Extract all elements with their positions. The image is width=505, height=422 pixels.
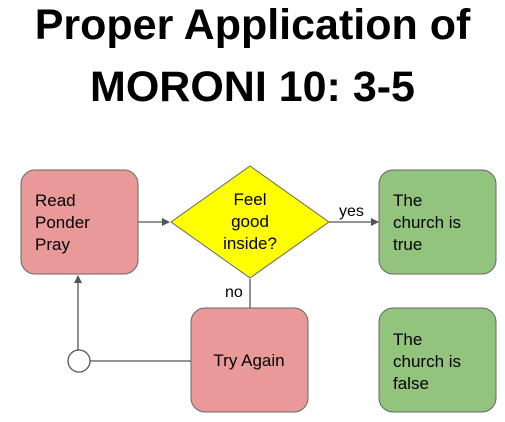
node-church-true-line-2: church is bbox=[393, 213, 461, 232]
node-church-false-box bbox=[378, 307, 497, 413]
node-church-true-line-1: The bbox=[393, 191, 422, 210]
node-church-false-line-3: false bbox=[393, 374, 429, 393]
title-line-2: MORONI 10: 3-5 bbox=[90, 63, 415, 111]
node-read-ponder-pray-box bbox=[20, 169, 139, 275]
node-feel-good-diamond bbox=[170, 165, 330, 279]
node-church-false-line-1: The bbox=[393, 330, 422, 349]
node-feel-good-decision: Feel good inside? bbox=[170, 165, 330, 279]
node-church-false: The church is false bbox=[378, 307, 497, 413]
node-feel-good-line-2: good bbox=[231, 212, 269, 231]
node-read-ponder-pray-line-1: Read bbox=[35, 191, 76, 210]
node-read-ponder-pray-line-3: Pray bbox=[35, 235, 70, 254]
node-read-ponder-pray-line-2: Ponder bbox=[35, 213, 90, 232]
node-feel-good-line-3: inside? bbox=[223, 234, 277, 253]
edge-label-yes: yes bbox=[339, 203, 364, 220]
node-church-true: The church is true bbox=[378, 169, 497, 275]
node-try-again-label: Try Again bbox=[213, 351, 284, 370]
edge-label-no: no bbox=[225, 284, 243, 301]
node-try-again: Try Again bbox=[190, 307, 309, 413]
node-church-true-box bbox=[378, 169, 497, 275]
node-church-true-line-3: true bbox=[393, 235, 422, 254]
node-try-again-box bbox=[190, 307, 309, 413]
node-feel-good-line-1: Feel bbox=[233, 190, 266, 209]
node-church-false-line-2: church is bbox=[393, 352, 461, 371]
title-line-1: Proper Application of bbox=[34, 1, 471, 49]
node-read-ponder-pray: Read Ponder Pray bbox=[20, 169, 139, 275]
junction-node bbox=[67, 349, 91, 373]
